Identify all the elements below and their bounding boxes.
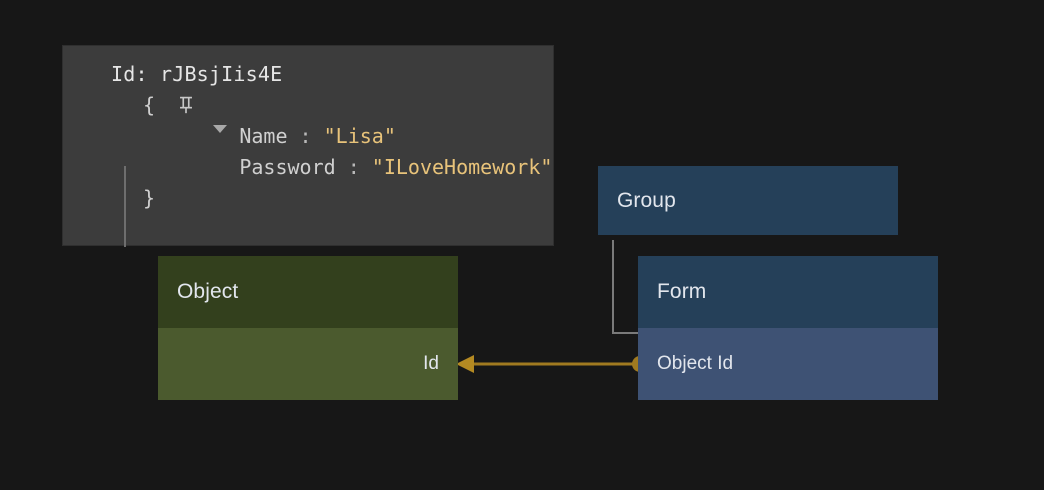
- property-separator: :: [347, 155, 360, 179]
- node-form-title: Form: [657, 280, 707, 303]
- foreign-key-arrow: [456, 355, 648, 373]
- node-group[interactable]: Group: [598, 166, 898, 235]
- property-value: "Lisa": [323, 124, 396, 148]
- node-form-header[interactable]: Form: [638, 256, 938, 328]
- indent-guide-line: [124, 166, 126, 247]
- node-object-header[interactable]: Object: [158, 256, 458, 328]
- node-form-field-label: Object Id: [657, 353, 734, 374]
- tree-branch-connector: [612, 240, 640, 334]
- node-object-field-id[interactable]: Id: [158, 328, 458, 400]
- node-form[interactable]: Form Object Id: [638, 256, 938, 400]
- json-property-row: Password : "ILoveHomework": [63, 152, 553, 183]
- pushpin-icon[interactable]: [79, 61, 193, 114]
- connector-vertical-line: [612, 240, 614, 332]
- property-separator: :: [299, 124, 312, 148]
- open-brace: {: [143, 93, 156, 117]
- node-object[interactable]: Object Id: [158, 256, 458, 400]
- inspector-title-row: Id: rJBsjIis4E: [63, 59, 553, 114]
- inspector-title: Id: rJBsjIis4E: [111, 62, 283, 86]
- inspector-open-brace-row: {: [63, 90, 553, 157]
- close-brace: }: [143, 186, 156, 210]
- json-property-row: Name : "Lisa": [63, 121, 553, 152]
- property-key: Name: [239, 124, 288, 148]
- property-value: "ILoveHomework": [371, 155, 553, 179]
- node-object-title: Object: [177, 280, 239, 303]
- inspector-close-brace-row: }: [63, 183, 553, 214]
- connector-horizontal-line: [612, 332, 638, 334]
- property-key: Password: [239, 155, 336, 179]
- node-object-field-label: Id: [423, 353, 439, 374]
- arrow-head: [456, 355, 474, 373]
- json-inspector-panel: Id: rJBsjIis4E { Name : "Lisa" Password …: [62, 45, 554, 247]
- node-group-title: Group: [617, 188, 676, 212]
- node-form-field-object-id[interactable]: Object Id: [638, 328, 938, 400]
- node-group-header[interactable]: Group: [598, 166, 898, 235]
